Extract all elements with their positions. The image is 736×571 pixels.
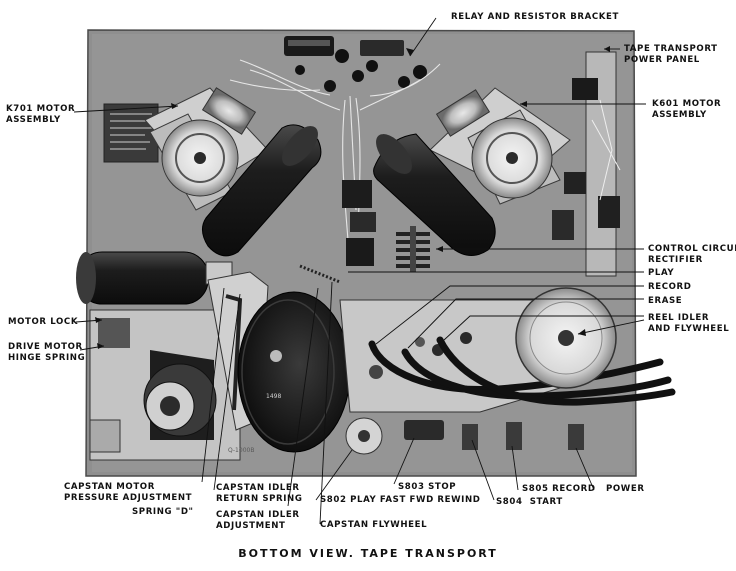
s802-selector-switch <box>345 417 383 455</box>
leader-arrowheads <box>95 46 610 349</box>
tape-transport-power-panel <box>552 51 621 277</box>
label-s804-start: S804 START <box>496 497 563 507</box>
label-capstan-flywheel: CAPSTAN FLYWHEEL <box>320 520 428 530</box>
head-cables <box>368 336 676 406</box>
label-drive-motor-hinge-spring: DRIVE MOTOR HINGE SPRING <box>8 342 86 363</box>
k701-motor-assembly <box>144 87 269 211</box>
motor-tag: Q-1000B <box>228 447 254 454</box>
s803-stop-switch <box>404 420 444 440</box>
s805-record-switch <box>506 422 522 450</box>
label-k701-motor-assembly: K701 MOTOR ASSEMBLY <box>6 104 76 125</box>
drive-motor-housing <box>89 309 241 461</box>
leader-lines <box>73 17 646 525</box>
label-erase-head: ERASE <box>648 296 683 306</box>
relay-resistor-bracket <box>229 36 441 241</box>
label-relay-resistor-bracket: RELAY AND RESISTOR BRACKET <box>451 12 619 22</box>
capstan-flywheel: 1498 <box>237 291 351 453</box>
label-k601-motor-assembly: K601 MOTOR ASSEMBLY <box>652 99 722 120</box>
label-reel-idler-flywheel: REEL IDLER AND FLYWHEEL <box>648 313 730 334</box>
k701-capacitor <box>202 124 322 257</box>
label-control-circuit-rectifier: CONTROL CIRCUIT RECTIFIER <box>648 244 736 265</box>
label-s805-record: S805 RECORD <box>522 484 596 494</box>
label-s803-stop: S803 STOP <box>398 482 457 492</box>
center-components <box>342 180 376 266</box>
label-record-head: RECORD <box>648 282 692 292</box>
label-motor-lock: MOTOR LOCK <box>8 317 79 327</box>
label-capstan-idler-adjustment: CAPSTAN IDLER ADJUSTMENT <box>216 510 300 531</box>
figure-caption: BOTTOM VIEW. TAPE TRANSPORT <box>238 547 498 560</box>
label-power-panel: TAPE TRANSPORT POWER PANEL <box>624 44 718 65</box>
label-power: POWER <box>606 484 645 494</box>
flywheel-part-number: 1498 <box>266 393 281 400</box>
label-s802-play-fast-fwd-rewind: S802 PLAY FAST FWD REWIND <box>320 495 481 505</box>
label-play-head: PLAY <box>648 268 675 278</box>
control-circuit-rectifier <box>396 226 430 272</box>
power-switch <box>568 424 584 450</box>
k601-motor-assembly <box>429 87 571 205</box>
s804-start-switch <box>462 424 478 450</box>
reel-idler-flywheel <box>515 287 617 389</box>
label-capstan-motor-pressure-adjustment: CAPSTAN MOTOR PRESSURE ADJUSTMENT <box>64 482 193 503</box>
warning-plate <box>103 103 159 163</box>
label-capstan-idler-return-spring: CAPSTAN IDLER RETURN SPRING <box>216 483 303 504</box>
drive-motor-capacitor <box>76 251 233 305</box>
label-spring-d: SPRING "D" <box>132 507 194 517</box>
k601-capacitor <box>373 133 496 256</box>
